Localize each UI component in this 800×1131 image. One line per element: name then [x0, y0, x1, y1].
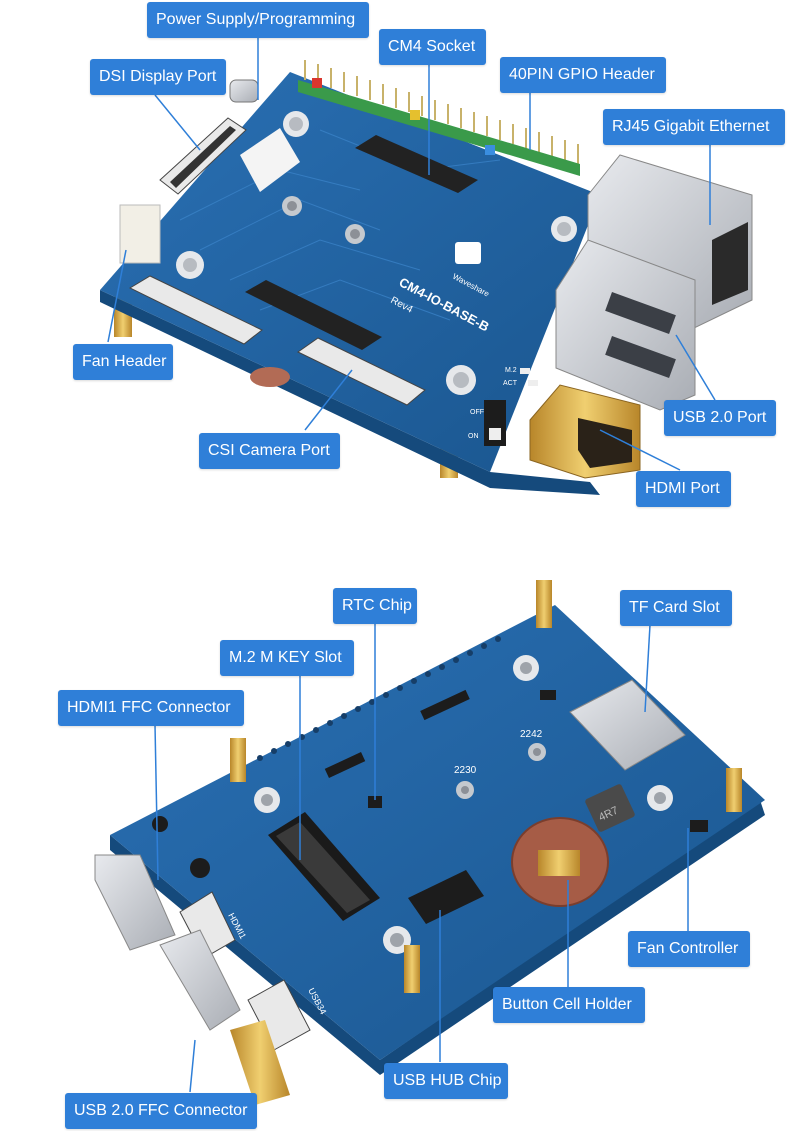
callout-fan-header: Fan Header — [73, 344, 173, 380]
leader-lines-top — [107, 37, 716, 471]
waveshare-logo — [455, 242, 481, 264]
cm4-connector-top — [355, 135, 478, 193]
callout-usb-hub: USB HUB Chip — [384, 1063, 508, 1099]
hdmi-side — [230, 1020, 290, 1105]
gpio-marker-yellow — [410, 110, 420, 120]
board-top: Waveshare CM4-IO-BASE-B Rev4 M.2 ACT OFF… — [100, 60, 753, 495]
callout-csi-port: CSI Camera Port — [199, 433, 340, 469]
m2-2242-label: 2242 — [520, 729, 543, 740]
gpio-marker-red — [312, 78, 322, 88]
callout-hdmi1-ffc: HDMI1 FFC Connector — [58, 690, 244, 726]
gpio-marker-blue — [485, 145, 495, 155]
dsi-slot — [170, 126, 236, 188]
standoff — [404, 945, 420, 993]
led-pwr — [520, 368, 530, 374]
fan-header — [119, 204, 161, 264]
standoff — [726, 768, 742, 812]
rtc-chip — [368, 796, 382, 808]
callout-gpio-header: 40PIN GPIO Header — [500, 57, 666, 93]
board-bottom: 4R7 HDMI1 USB34 2230 2242 — [94, 580, 765, 1105]
callout-fan-controller: Fan Controller — [628, 931, 750, 967]
callout-power-supply: Power Supply/Programming — [147, 2, 369, 38]
standoff — [230, 738, 246, 782]
led-act-label: ACT — [503, 380, 518, 387]
csi-connector-left — [128, 275, 263, 345]
label-sticker — [240, 128, 300, 192]
callout-cm4-socket: CM4 Socket — [379, 29, 486, 65]
hdmi-opening — [578, 418, 632, 468]
rj45-opening — [712, 222, 748, 305]
csi-connector-right — [297, 337, 426, 406]
gpio-pins — [304, 60, 579, 164]
usb-slot-top — [605, 292, 676, 335]
callout-usb-ffc: USB 2.0 FFC Connector — [65, 1093, 257, 1129]
inductor — [585, 784, 635, 832]
standoff — [536, 580, 552, 628]
led-pwr-label: M.2 — [505, 367, 517, 374]
callout-rj45: RJ45 Gigabit Ethernet — [603, 109, 785, 145]
via-rows — [257, 636, 501, 761]
callout-button-cell: Button Cell Holder — [493, 987, 645, 1023]
rj45-side — [94, 854, 176, 951]
cm4-connector-bottom — [245, 280, 382, 350]
usb-hub-chip — [408, 870, 484, 924]
boot-switch-knob — [489, 428, 501, 440]
callout-hdmi-port: HDMI Port — [636, 471, 731, 507]
callout-usb-port: USB 2.0 Port — [664, 400, 776, 436]
tf-card-slot — [569, 679, 686, 771]
pcb-surface — [100, 72, 600, 472]
callout-m2-slot: M.2 M KEY Slot — [220, 640, 354, 676]
switch-off-label: OFF — [470, 409, 484, 416]
usb-c-port — [229, 79, 259, 103]
callout-dsi-port: DSI Display Port — [90, 59, 226, 95]
mounting-holes — [254, 655, 673, 954]
callout-tf-card-slot: TF Card Slot — [620, 590, 732, 626]
small-components — [152, 689, 708, 878]
leader-lines-bottom — [154, 623, 689, 1093]
usb-slot-bottom — [605, 336, 676, 379]
cell-clip — [538, 850, 580, 876]
usb-side — [159, 929, 241, 1031]
mounting-holes — [176, 111, 577, 395]
switch-on-label: ON — [468, 433, 479, 440]
gpio-header-base — [298, 80, 580, 176]
callout-rtc-chip: RTC Chip — [333, 588, 417, 624]
led-act — [528, 380, 538, 386]
underside-cell — [250, 367, 290, 387]
m2-2230-label: 2230 — [454, 765, 477, 776]
